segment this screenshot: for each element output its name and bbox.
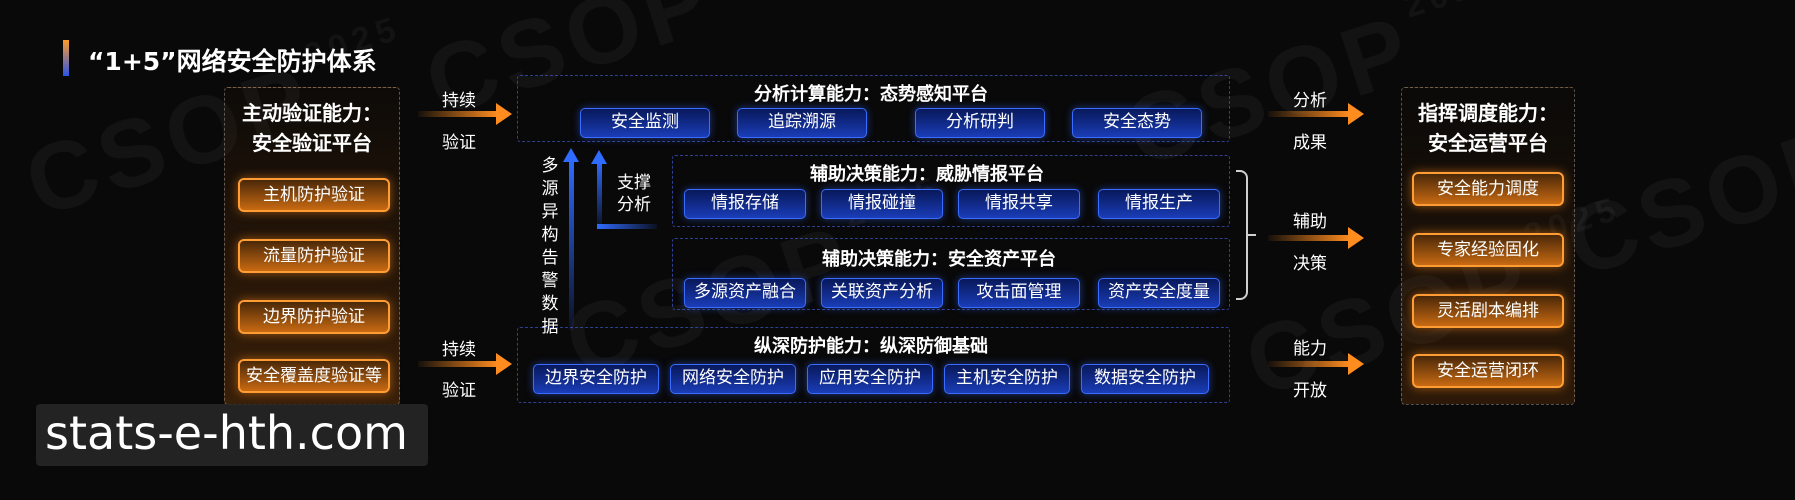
arrow-label: 成果 — [1293, 133, 1327, 153]
arrow-label: 持续 — [442, 340, 476, 360]
connector-line — [597, 224, 657, 229]
title-accent-bar — [63, 40, 69, 76]
operations-item[interactable]: 安全运营闭环 — [1412, 354, 1564, 388]
analysis-item[interactable]: 安全态势 — [1072, 108, 1202, 138]
asset-item[interactable]: 资产安全度量 — [1098, 278, 1220, 308]
right-arrow-icon — [1268, 353, 1364, 375]
verification-heading-line2: 安全验证平台 — [252, 131, 372, 155]
site-watermark-text: stats-e-hth.com — [45, 406, 408, 460]
defense-in-depth-platform — [517, 327, 1230, 403]
right-arrow-icon — [1268, 103, 1364, 125]
arrow-label: 验证 — [442, 381, 476, 401]
right-arrow-icon — [418, 103, 512, 125]
threat-item[interactable]: 情报碰撞 — [821, 189, 943, 219]
up-arrow-icon — [591, 150, 607, 228]
site-watermark-box — [36, 404, 428, 466]
operations-item[interactable]: 安全能力调度 — [1412, 172, 1564, 206]
analysis-item[interactable]: 分析研判 — [915, 108, 1045, 138]
defense-item[interactable]: 边界安全防护 — [533, 364, 659, 394]
arrow-label: 开放 — [1293, 381, 1327, 401]
support-label-line2: 分析 — [617, 195, 651, 215]
threat-platform-heading: 辅助决策能力：威胁情报平台 — [810, 164, 1044, 185]
defense-item[interactable]: 应用安全防护 — [807, 364, 933, 394]
analysis-item[interactable]: 追踪溯源 — [737, 108, 867, 138]
operations-item[interactable]: 灵活剧本编排 — [1412, 294, 1564, 328]
threat-item[interactable]: 情报共享 — [958, 189, 1080, 219]
watermark: CSOP2025 — [1553, 71, 1795, 300]
operations-heading-line1: 指挥调度能力： — [1418, 101, 1558, 125]
threat-item[interactable]: 情报生产 — [1098, 189, 1220, 219]
brace-connector — [1236, 170, 1256, 300]
defense-item[interactable]: 主机安全防护 — [944, 364, 1070, 394]
defense-item[interactable]: 数据安全防护 — [1081, 364, 1209, 394]
arrow-label: 能力 — [1293, 339, 1327, 359]
defense-platform-heading: 纵深防护能力：纵深防御基础 — [754, 336, 988, 357]
arrow-label: 辅助 — [1293, 212, 1327, 232]
asset-item[interactable]: 多源资产融合 — [684, 278, 806, 308]
analysis-platform-heading: 分析计算能力：态势感知平台 — [754, 84, 988, 105]
asset-item[interactable]: 攻击面管理 — [958, 278, 1080, 308]
right-arrow-icon — [418, 353, 512, 375]
operations-heading-line2: 安全运营平台 — [1428, 131, 1548, 155]
support-label-line1: 支撑 — [617, 173, 651, 193]
asset-item[interactable]: 关联资产分析 — [821, 278, 943, 308]
arrow-label: 持续 — [442, 91, 476, 111]
up-arrow-icon — [563, 148, 579, 330]
arrow-label: 验证 — [442, 133, 476, 153]
verification-item[interactable]: 安全覆盖度验证等 — [238, 359, 390, 393]
operations-item[interactable]: 专家经验固化 — [1412, 233, 1564, 267]
verification-item[interactable]: 流量防护验证 — [238, 239, 390, 273]
threat-item[interactable]: 情报存储 — [684, 189, 806, 219]
verification-item[interactable]: 主机防护验证 — [238, 178, 390, 212]
threat-intel-platform — [672, 155, 1230, 227]
right-arrow-icon — [1268, 227, 1364, 249]
arrow-label: 决策 — [1293, 254, 1327, 274]
page-title: “1+5”网络安全防护体系 — [88, 47, 377, 76]
asset-platform — [672, 238, 1230, 310]
verification-item[interactable]: 边界防护验证 — [238, 300, 390, 334]
verification-heading-line1: 主动验证能力： — [242, 101, 382, 125]
situational-awareness-platform — [517, 75, 1230, 142]
defense-item[interactable]: 网络安全防护 — [670, 364, 796, 394]
asset-platform-heading: 辅助决策能力：安全资产平台 — [822, 249, 1056, 270]
multi-source-alert-label: 多 源 异 构 告 警 数 据 — [541, 156, 559, 337]
analysis-item[interactable]: 安全监测 — [580, 108, 710, 138]
arrow-label: 分析 — [1293, 91, 1327, 111]
